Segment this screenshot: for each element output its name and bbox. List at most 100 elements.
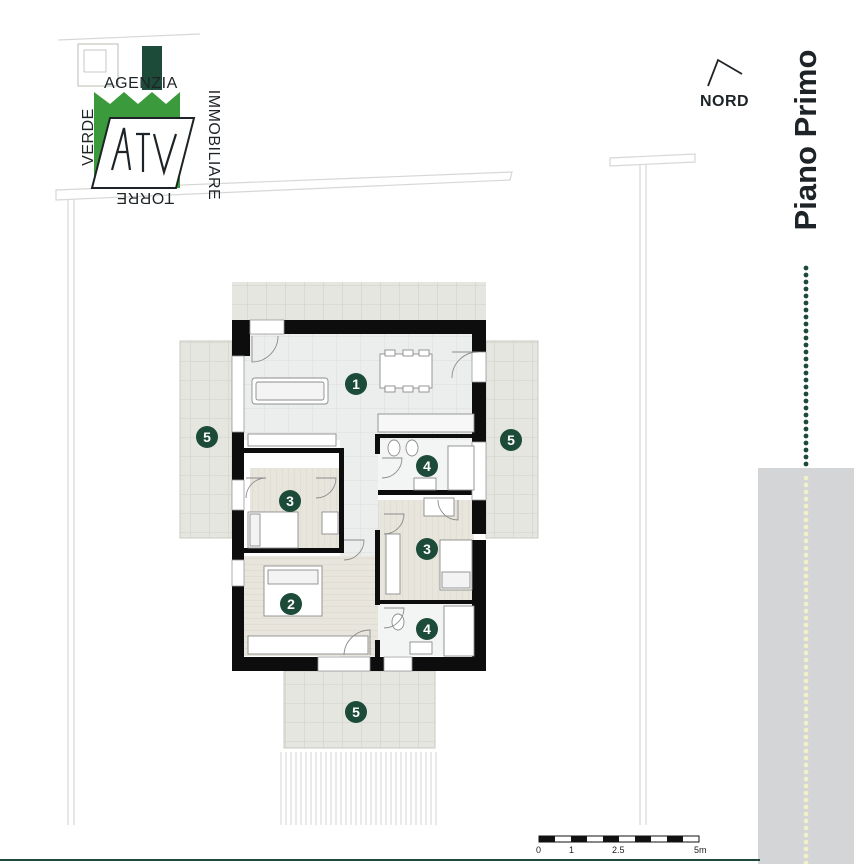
divider-dot — [803, 363, 809, 369]
room-marker-label: 5 — [507, 432, 515, 448]
divider-dot-light — [803, 650, 809, 656]
divider-dot-light — [803, 559, 809, 565]
divider-dot — [803, 412, 809, 418]
room-marker-circle — [196, 426, 218, 448]
divider-dot — [803, 279, 809, 285]
room-marker-5-bottom: 5 — [345, 701, 367, 723]
divider-dot — [803, 370, 809, 376]
scale-label-3: 5m — [694, 845, 707, 855]
scale-bar — [538, 835, 700, 843]
room-markers: 1 5 5 4 3 3 2 4 5 — [196, 373, 522, 723]
room-marker-label: 1 — [352, 376, 360, 392]
divider-dot-light — [803, 587, 809, 593]
divider-dot-light — [803, 636, 809, 642]
bottom-rule — [0, 859, 760, 861]
room-marker-circle — [345, 373, 367, 395]
scale-label-2: 2.5 — [612, 845, 625, 855]
divider-dot-light — [803, 846, 809, 852]
divider-dot-light — [803, 475, 809, 481]
room-marker-label: 4 — [423, 621, 431, 637]
divider-dot-light — [803, 776, 809, 782]
divider-dot — [803, 405, 809, 411]
divider-dot-light — [803, 517, 809, 523]
divider-dot — [803, 391, 809, 397]
divider-dot-light — [803, 706, 809, 712]
divider-dot-light — [803, 783, 809, 789]
divider-dot-light — [803, 601, 809, 607]
divider-dot-light — [803, 713, 809, 719]
divider-dot — [803, 265, 809, 271]
divider-dot — [803, 426, 809, 432]
divider-dot-light — [803, 566, 809, 572]
divider-dot-light — [803, 769, 809, 775]
logo-word-left: VERDE — [79, 108, 97, 166]
room-marker-label: 3 — [423, 541, 431, 557]
divider-dot — [803, 447, 809, 453]
north-arrow — [707, 58, 743, 87]
divider-dot-light — [803, 664, 809, 670]
doors — [245, 335, 479, 656]
room-marker-circle — [416, 618, 438, 640]
divider-dot-light — [803, 482, 809, 488]
divider-dot-light — [803, 531, 809, 537]
divider-dot-light — [803, 608, 809, 614]
divider-dot-light — [803, 811, 809, 817]
divider-dot-light — [803, 496, 809, 502]
divider-dot-light — [803, 678, 809, 684]
room-marker-circle — [416, 455, 438, 477]
windows — [231, 319, 487, 672]
room-marker-circle — [345, 701, 367, 723]
divider-dot-light — [803, 727, 809, 733]
divider-dot-light — [803, 797, 809, 803]
divider-dot-light — [803, 790, 809, 796]
divider-dot-light — [803, 748, 809, 754]
furniture — [247, 349, 475, 657]
page-title-text: Piano Primo — [788, 49, 823, 231]
divider-dot-light — [803, 643, 809, 649]
page-title: Piano Primo — [776, 40, 836, 240]
divider-dot-light — [803, 671, 809, 677]
divider-dot-light — [803, 657, 809, 663]
divider-dot — [803, 314, 809, 320]
divider-dot-light — [803, 825, 809, 831]
room-marker-4-bottom: 4 — [416, 618, 438, 640]
divider-dot — [803, 419, 809, 425]
divider-dot — [803, 384, 809, 390]
scale-label-0: 0 — [536, 845, 542, 855]
divider-dot-light — [803, 538, 809, 544]
divider-dot-light — [803, 720, 809, 726]
divider-dot — [803, 321, 809, 327]
divider-dot-light — [803, 839, 809, 845]
room-marker-label: 5 — [203, 429, 211, 445]
room-marker-3-right: 3 — [416, 538, 438, 560]
divider-dot-light — [803, 741, 809, 747]
room-marker-label: 2 — [287, 596, 295, 612]
dotted-divider-lower — [803, 475, 809, 864]
divider-dot — [803, 349, 809, 355]
divider-dot-light — [803, 860, 809, 864]
room-marker-5-left: 5 — [196, 426, 218, 448]
dotted-divider — [803, 265, 809, 467]
room-marker-circle — [279, 490, 301, 512]
room-marker-label: 4 — [423, 458, 431, 474]
room-marker-3-left: 3 — [279, 490, 301, 512]
room-marker-circle — [280, 593, 302, 615]
divider-dot-light — [803, 545, 809, 551]
divider-dot — [803, 440, 809, 446]
divider-dot — [803, 461, 809, 467]
room-marker-5-right: 5 — [500, 429, 522, 451]
room-marker-2: 2 — [280, 593, 302, 615]
divider-dot-light — [803, 552, 809, 558]
divider-dot-light — [803, 573, 809, 579]
divider-dot — [803, 293, 809, 299]
divider-dot-light — [803, 853, 809, 859]
logo-mark — [77, 43, 196, 189]
divider-dot — [803, 377, 809, 383]
divider-dot-light — [803, 524, 809, 530]
divider-dot — [803, 398, 809, 404]
site-outline — [55, 33, 696, 825]
divider-dot-light — [803, 762, 809, 768]
room-marker-circle — [500, 429, 522, 451]
divider-dot — [803, 300, 809, 306]
